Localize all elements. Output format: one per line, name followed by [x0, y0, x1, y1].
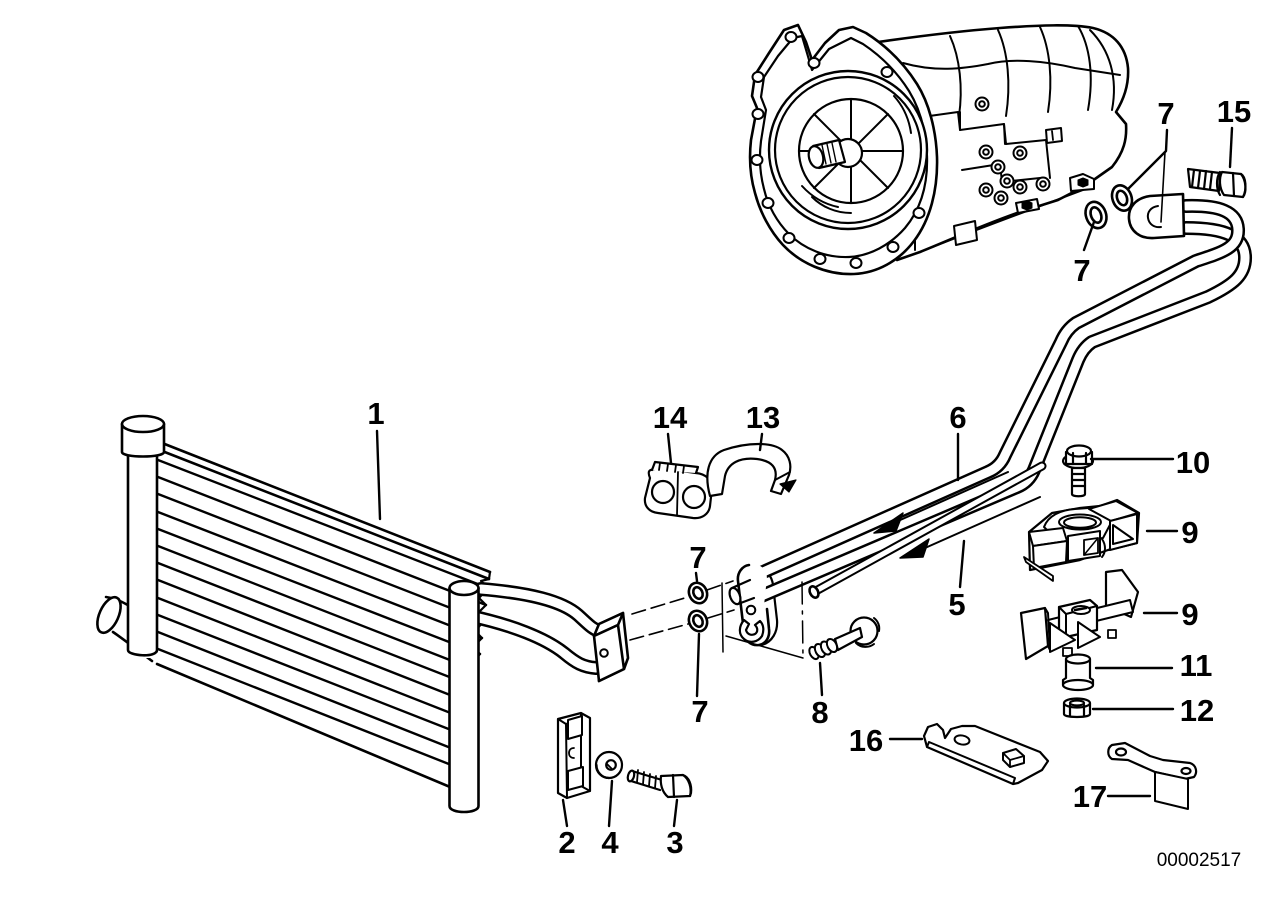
svg-text:7: 7	[1157, 96, 1174, 131]
svg-text:16: 16	[849, 723, 883, 758]
svg-text:00002517: 00002517	[1157, 850, 1242, 871]
svg-text:17: 17	[1073, 779, 1107, 814]
svg-text:10: 10	[1176, 445, 1210, 480]
svg-text:1: 1	[367, 396, 384, 431]
svg-text:13: 13	[746, 400, 780, 435]
svg-text:7: 7	[689, 540, 706, 575]
svg-text:8: 8	[811, 695, 828, 730]
svg-text:11: 11	[1180, 648, 1213, 683]
svg-text:12: 12	[1180, 693, 1214, 728]
svg-text:9: 9	[1181, 515, 1198, 550]
svg-text:2: 2	[558, 825, 575, 860]
svg-text:7: 7	[691, 694, 708, 729]
svg-text:7: 7	[1073, 253, 1090, 288]
svg-text:14: 14	[653, 400, 688, 435]
svg-text:4: 4	[601, 825, 619, 860]
svg-text:15: 15	[1217, 94, 1251, 129]
svg-text:3: 3	[666, 825, 683, 860]
svg-text:6: 6	[949, 400, 966, 435]
svg-text:9: 9	[1181, 597, 1198, 632]
svg-text:5: 5	[948, 587, 965, 622]
